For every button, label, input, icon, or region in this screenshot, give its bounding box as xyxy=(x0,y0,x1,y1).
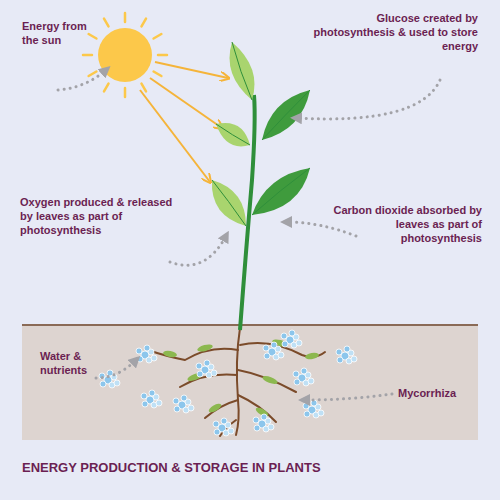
water-droplets xyxy=(99,330,357,436)
sun xyxy=(83,13,167,97)
water-drop xyxy=(263,345,269,351)
water-drop xyxy=(156,400,162,406)
leader-lines xyxy=(58,70,440,400)
water-drop xyxy=(303,403,309,409)
sun-ray xyxy=(124,88,127,97)
water-drop xyxy=(197,371,203,377)
leaves xyxy=(212,42,310,226)
sun-ray xyxy=(154,72,162,77)
water-drop xyxy=(261,414,267,420)
water-drop xyxy=(308,378,314,384)
water-drop xyxy=(228,428,234,434)
water-drop xyxy=(142,401,148,407)
water-drop xyxy=(264,353,270,359)
sun-ray xyxy=(154,34,162,39)
callout-label: Mycorrhiza xyxy=(398,387,478,401)
water-drop xyxy=(254,425,260,431)
sun-ray xyxy=(158,54,167,57)
water-drop xyxy=(301,368,307,374)
sun-ray xyxy=(124,13,127,22)
water-drop xyxy=(253,417,259,423)
water-drop xyxy=(151,355,157,361)
callout-label: Carbon dioxide absorbed by leaves as par… xyxy=(312,204,482,245)
sun-ray xyxy=(89,34,97,39)
callout-label: Water & nutrients xyxy=(40,350,102,378)
water-drop xyxy=(213,421,219,427)
water-drop xyxy=(278,352,284,358)
water-drop xyxy=(214,429,220,435)
callout-label: Energy from the sun xyxy=(22,20,102,48)
water-drop xyxy=(268,424,274,430)
water-drop xyxy=(221,418,227,424)
callout-label: Glucose created by photosynthesis & used… xyxy=(300,12,478,53)
water-drop xyxy=(294,379,300,385)
water-drop xyxy=(149,390,155,396)
water-drop xyxy=(337,357,343,363)
water-drop xyxy=(137,356,143,362)
ground-line xyxy=(22,324,478,326)
water-drop xyxy=(211,370,217,376)
water-drop xyxy=(336,349,342,355)
water-drop xyxy=(100,381,106,387)
water-drop xyxy=(282,341,288,347)
roots xyxy=(148,328,325,436)
water-drop xyxy=(293,371,299,377)
water-drop xyxy=(144,345,150,351)
water-drop xyxy=(304,411,310,417)
water-drop xyxy=(281,333,287,339)
water-drop xyxy=(204,360,210,366)
sun-ray xyxy=(83,54,92,57)
water-drop xyxy=(188,405,194,411)
water-drop xyxy=(196,363,202,369)
diagram-title: ENERGY PRODUCTION & STORAGE IN PLANTS xyxy=(22,460,321,475)
water-drop xyxy=(289,330,295,336)
mycorrhiza-leaves xyxy=(163,338,320,418)
sun-rays-arrows xyxy=(140,62,228,182)
sun-ray xyxy=(142,19,147,27)
water-drop xyxy=(173,398,179,404)
water-drop xyxy=(136,348,142,354)
water-drop xyxy=(114,380,120,386)
sun-ray xyxy=(89,72,97,77)
sun-ray xyxy=(142,84,147,92)
water-drop xyxy=(141,393,147,399)
water-drop xyxy=(174,406,180,412)
water-drop xyxy=(181,395,187,401)
water-drop xyxy=(344,346,350,352)
callout-label: Oxygen produced & released by leaves as … xyxy=(20,196,185,237)
sun-ray xyxy=(104,84,109,92)
soil xyxy=(22,325,478,440)
water-drop xyxy=(271,342,277,348)
sun-ray xyxy=(104,19,109,27)
water-drop xyxy=(351,356,357,362)
water-drop xyxy=(296,340,302,346)
water-drop xyxy=(318,410,324,416)
